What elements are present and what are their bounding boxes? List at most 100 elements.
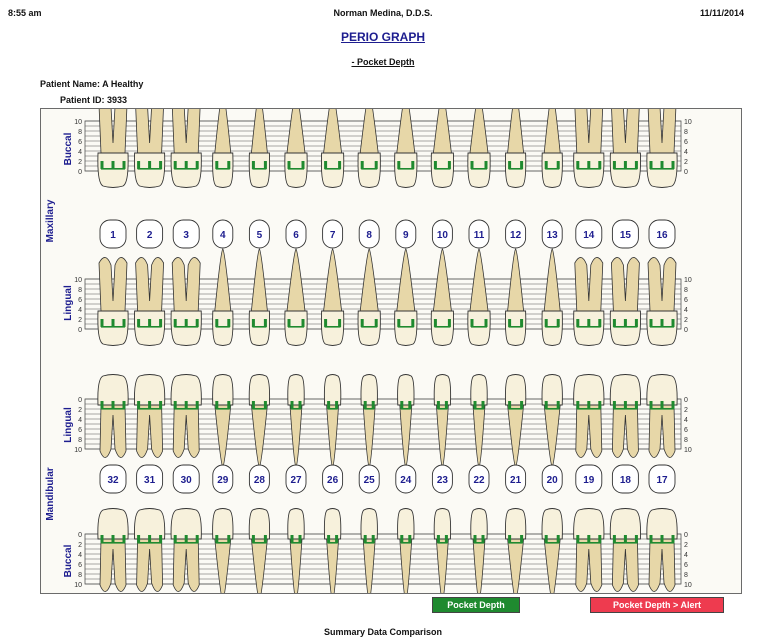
tooth-root bbox=[171, 257, 201, 312]
pocket-depth-mark bbox=[634, 319, 638, 327]
pocket-depth-mark bbox=[287, 319, 291, 327]
tooth-crown bbox=[430, 152, 455, 188]
tooth-number: 16 bbox=[656, 230, 668, 241]
pocket-depth-mark bbox=[470, 319, 474, 327]
tooth-occlusal-outline bbox=[541, 219, 563, 249]
pocket-depth-mark bbox=[544, 535, 548, 543]
pocket-depth-mark bbox=[287, 161, 291, 169]
pocket-depth-mark bbox=[556, 319, 560, 327]
tooth-occlusal-outline bbox=[136, 464, 164, 494]
mandibular-lingual-tooth bbox=[323, 374, 342, 468]
pocket-depth-mark bbox=[122, 161, 126, 169]
tooth-occlusal-outline bbox=[172, 219, 200, 249]
pocket-depth-mark bbox=[587, 319, 591, 327]
pocket-depth-mark bbox=[288, 326, 304, 328]
pocket-depth-mark bbox=[363, 535, 367, 543]
pocket-depth-mark bbox=[137, 161, 141, 169]
maxillary-tooth-number: 2 bbox=[136, 219, 164, 249]
maxillary-lingual-tooth bbox=[320, 248, 345, 346]
patient-id: Patient ID: 3933 bbox=[60, 95, 128, 105]
label-mandibular: Mandibular bbox=[45, 467, 56, 520]
mandibular-buccal-tooth bbox=[287, 508, 305, 593]
tooth-crown bbox=[433, 374, 452, 406]
tooth-crown bbox=[323, 508, 342, 540]
pocket-depth-mark bbox=[263, 401, 267, 409]
legend-pocket-depth-alert: Pocket Depth > Alert bbox=[590, 597, 724, 613]
pocket-depth-mark bbox=[623, 401, 627, 409]
pocket-depth-mark bbox=[650, 542, 674, 544]
pocket-depth-mark bbox=[215, 326, 230, 328]
pocket-depth-mark bbox=[433, 161, 437, 169]
tooth-occlusal-outline bbox=[431, 464, 453, 494]
tooth-root bbox=[647, 257, 677, 312]
scale-tick-label: 4 bbox=[78, 417, 82, 424]
mandibular-buccal-tooth bbox=[504, 508, 527, 593]
tooth-root bbox=[399, 404, 413, 468]
pocket-depth-mark bbox=[447, 161, 451, 169]
pocket-depth-mark bbox=[587, 161, 591, 169]
tooth-number: 13 bbox=[547, 230, 559, 241]
mandibular-buccal-tooth bbox=[541, 508, 563, 593]
teeth bbox=[97, 109, 678, 593]
label-lingual-upper: Lingual bbox=[63, 285, 74, 321]
tooth-crown bbox=[284, 152, 308, 188]
arch-labels: BuccalMaxillaryLingualLingualMandibularB… bbox=[45, 132, 74, 577]
pocket-depth-mark bbox=[520, 401, 524, 409]
tooth-crown bbox=[248, 310, 271, 346]
tooth-number: 21 bbox=[510, 475, 522, 486]
pocket-depth-mark bbox=[623, 319, 627, 327]
scale-tick-label: 4 bbox=[684, 307, 688, 314]
pocket-depth-mark bbox=[397, 326, 414, 328]
tooth-occlusal-outline bbox=[136, 219, 164, 249]
pocket-depth-mark bbox=[173, 535, 177, 543]
tooth-root bbox=[611, 538, 639, 592]
tooth-root bbox=[214, 404, 232, 468]
report-title: PERIO GRAPH bbox=[340, 30, 425, 44]
tooth-crown bbox=[320, 152, 345, 188]
tooth-root bbox=[326, 404, 340, 468]
scale-tick-label: 2 bbox=[78, 407, 82, 414]
tooth-crown bbox=[504, 310, 527, 346]
tooth-crown bbox=[248, 508, 271, 540]
pocket-depth-mark bbox=[195, 319, 199, 327]
pocket-depth-mark bbox=[335, 535, 339, 543]
tooth-root bbox=[362, 404, 376, 468]
tooth-root bbox=[99, 404, 127, 458]
maxillary-tooth-number: 1 bbox=[99, 219, 127, 249]
maxillary-tooth-number: 12 bbox=[505, 219, 527, 249]
tooth-crown bbox=[609, 152, 641, 188]
tooth-root bbox=[286, 248, 306, 312]
mandibular-tooth-number: 31 bbox=[136, 464, 164, 494]
pocket-depth-mark bbox=[660, 319, 664, 327]
tooth-root bbox=[611, 109, 640, 154]
scale-tick-label: 10 bbox=[74, 447, 82, 454]
tooth-occlusal-outline bbox=[611, 219, 639, 249]
pocket-depth-mark bbox=[612, 401, 616, 409]
tooth-root bbox=[172, 538, 200, 592]
doctor-name: Norman Medina, D.D.S. bbox=[333, 8, 433, 18]
maxillary-lingual-tooth bbox=[609, 257, 641, 346]
scale-tick-label: 2 bbox=[78, 159, 82, 166]
mandibular-tooth-number: 27 bbox=[285, 464, 307, 494]
scale-tick-label: 0 bbox=[684, 327, 688, 334]
scale-tick-label: 6 bbox=[684, 427, 688, 434]
pocket-depth-mark bbox=[411, 319, 415, 327]
tooth-crown bbox=[97, 310, 129, 346]
tooth-occlusal-outline bbox=[248, 464, 270, 494]
pocket-depth-mark bbox=[576, 535, 580, 543]
pocket-depth-mark bbox=[444, 401, 448, 409]
mandibular-lingual-tooth bbox=[170, 374, 202, 458]
scale-tick-label: 2 bbox=[78, 542, 82, 549]
scale-tick-label: 4 bbox=[78, 552, 82, 559]
tooth-root bbox=[98, 257, 128, 312]
maxillary-lingual-tooth bbox=[212, 248, 234, 346]
pocket-depth-mark bbox=[327, 535, 331, 543]
maxillary-lingual-tooth bbox=[541, 248, 563, 346]
tooth-number: 9 bbox=[403, 230, 409, 241]
pocket-depth-mark bbox=[649, 319, 653, 327]
pocket-depth-mark bbox=[544, 319, 548, 327]
tooth-root bbox=[507, 248, 525, 312]
pocket-depth-mark bbox=[338, 161, 342, 169]
tooth-occlusal-outline bbox=[575, 219, 603, 249]
pocket-depth-mark bbox=[215, 319, 219, 327]
